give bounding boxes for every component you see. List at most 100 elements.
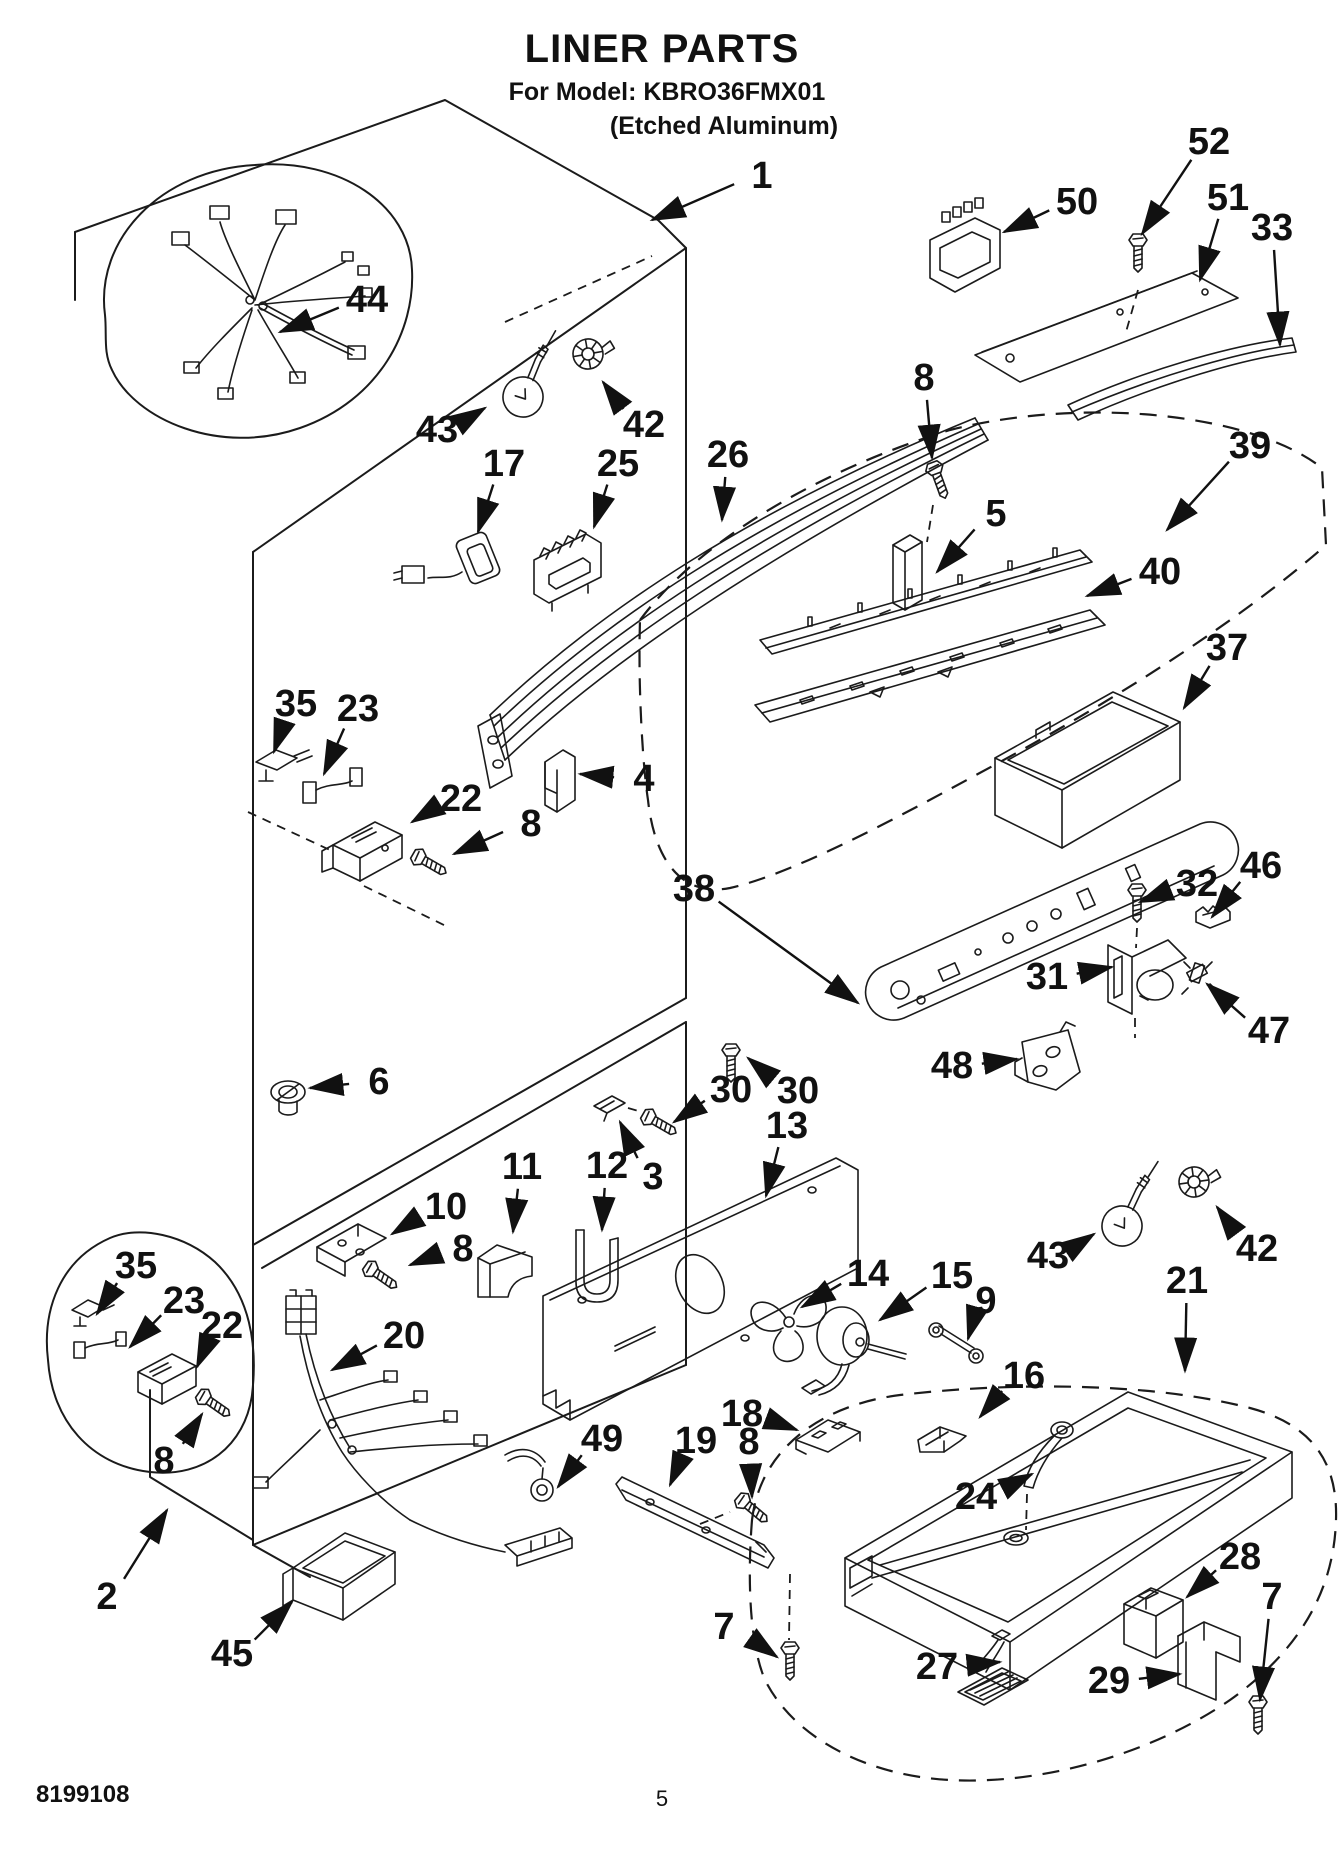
page-title: LINER PARTS [525,27,800,71]
screw-7-axis [789,1574,790,1640]
callout-label-30: 30 [777,1070,819,1112]
callout-label-25: 25 [597,443,639,485]
callout-arrow-51 [1198,219,1221,283]
callout-label-9: 9 [975,1280,996,1322]
callout-arrow-4 [577,765,615,789]
callout-label-43: 43 [1027,1235,1069,1277]
part-26-air-duct [478,418,988,788]
callout-arrow-30 [671,1093,709,1124]
callout-label-35: 35 [115,1245,157,1287]
part-50-cover [930,198,1000,292]
callout-label-8: 8 [520,803,541,845]
callout-arrow-16 [978,1384,1011,1419]
callout-arrow-20 [329,1343,377,1372]
callout-label-10: 10 [425,1186,467,1228]
callout-label-1: 1 [751,155,772,197]
part-12-u-tube [576,1230,618,1302]
callout-arrow-35 [274,716,296,755]
callout-arrow-46 [1210,882,1242,920]
callout-label-23: 23 [337,688,379,730]
part-37-endcap-box [995,692,1180,848]
callout-arrow-44 [277,308,339,332]
balloon-21-boundary [750,1386,1336,1780]
callout-arrow-45 [255,1600,294,1640]
callout-label-49: 49 [581,1418,623,1460]
callout-label-33: 33 [1251,207,1293,249]
callout-label-18: 18 [721,1393,763,1435]
callout-label-29: 29 [1088,1660,1130,1702]
callout-label-17: 17 [483,443,525,485]
part-35-bracket-upper [256,750,312,781]
part-15-fan-motor [802,1307,906,1395]
callout-arrow-47 [1205,982,1245,1018]
callout-label-26: 26 [707,434,749,476]
part-23-jumper-wire-lower [74,1332,126,1358]
part-19-support-strip [616,1477,774,1568]
part-7-screw-left [780,1641,800,1681]
callout-label-35: 35 [275,683,317,725]
callout-label-28: 28 [1219,1536,1261,1578]
callout-arrow-7 [1251,1619,1276,1703]
callout-arrow-25 [594,485,616,530]
part-51-cover-panel [975,271,1238,382]
part-42-light-socket-lower [1176,1162,1224,1200]
callout-arrow-10 [389,1206,427,1236]
part-25-module [534,530,601,611]
part-47-clip [1182,962,1216,994]
part-8-screw-rail [359,1257,403,1296]
callout-arrow-28 [1185,1565,1220,1599]
callout-arrow-15 [877,1287,926,1322]
callout-arrow-31 [1077,961,1115,985]
callout-arrow-38 [719,902,861,1005]
callout-arrow-49 [556,1453,588,1490]
callout-arrow-19 [670,1449,694,1488]
callout-arrow-5 [935,529,975,574]
callout-label-2: 2 [96,1576,117,1618]
callout-arrow-8 [451,829,503,854]
callout-label-42: 42 [623,404,665,446]
screw-32-axis [1136,928,1137,948]
callout-label-48: 48 [931,1045,973,1087]
part-16-bracket [918,1427,966,1452]
callout-arrow-11 [505,1189,529,1235]
part-35-bracket-lower [72,1300,114,1326]
part-27-defrost-heater [958,1630,1028,1705]
callout-label-44: 44 [346,279,388,321]
balloon-top-harness [104,164,412,437]
callout-arrow-32 [1137,878,1176,902]
callout-label-8: 8 [913,357,934,399]
callout-arrow-9 [966,1303,989,1342]
screw-8-axis [927,505,933,542]
callout-label-14: 14 [847,1253,889,1295]
part-44-wiring-harness [172,206,372,399]
callout-label-46: 46 [1240,845,1282,887]
part-30-screw-a [637,1105,682,1142]
part-42-light-socket [569,333,618,373]
page-number: 5 [656,1786,668,1811]
callout-label-6: 6 [368,1061,389,1103]
callout-label-30: 30 [710,1069,752,1111]
callout-arrow-29 [1139,1666,1183,1690]
part-45-cover-sleeve [283,1533,395,1620]
callout-label-22: 22 [201,1305,243,1347]
document-number: 8199108 [36,1781,129,1808]
callout-arrow-22 [409,794,447,824]
part-8-screw-mid [407,845,452,882]
callout-arrow-52 [1140,160,1191,237]
part-33-trim [1068,338,1296,420]
callout-label-4: 4 [633,758,654,800]
callout-arrow-39 [1165,462,1229,532]
part-pan-tray [845,1392,1292,1690]
finish-subtitle: (Etched Aluminum) [610,112,838,140]
callout-label-11: 11 [502,1146,542,1188]
callout-arrow-3 [618,1119,646,1158]
callout-arrow-1 [649,184,734,220]
callout-label-13: 13 [766,1105,808,1147]
callout-arrow-30 [746,1056,782,1089]
callout-label-50: 50 [1056,181,1098,223]
part-4-cover-strip [545,750,575,812]
callout-label-32: 32 [1176,863,1218,905]
